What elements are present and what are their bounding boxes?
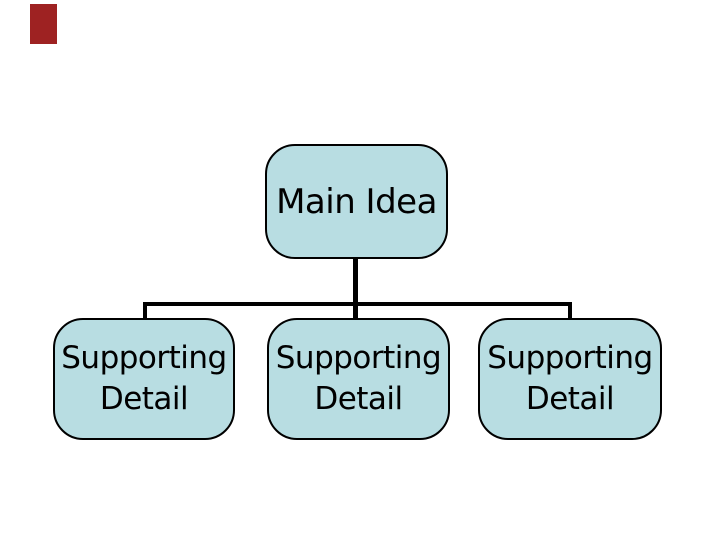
main-idea-node[interactable]: Main Idea xyxy=(265,144,448,259)
corner-decoration-bar xyxy=(30,4,57,44)
connector-main-to-rail xyxy=(353,258,358,318)
connector-rail-to-right-detail xyxy=(568,302,572,318)
supporting-detail-node-2[interactable]: Supporting Detail xyxy=(267,318,450,440)
supporting-detail-label-2: Supporting Detail xyxy=(275,340,442,417)
connector-rail-to-left-detail xyxy=(143,302,147,318)
main-idea-label: Main Idea xyxy=(276,181,437,222)
supporting-detail-node-1[interactable]: Supporting Detail xyxy=(53,318,235,440)
supporting-detail-label-1: Supporting Detail xyxy=(61,340,227,417)
supporting-detail-label-3: Supporting Detail xyxy=(487,340,653,417)
connector-rail xyxy=(143,302,572,306)
supporting-detail-node-3[interactable]: Supporting Detail xyxy=(478,318,662,440)
